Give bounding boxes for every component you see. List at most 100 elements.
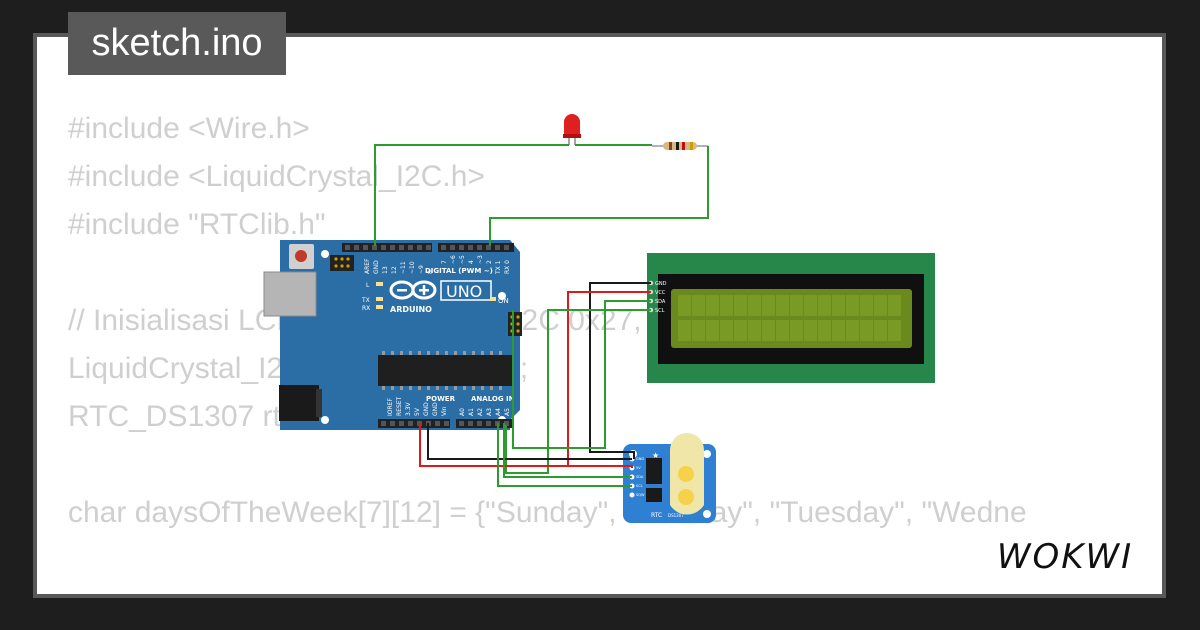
wire-rtc-gnd[interactable]	[427, 423, 632, 460]
svg-text:WOKWI: WOKWI	[997, 537, 1133, 577]
lcd-character-cells	[678, 295, 901, 341]
resistor-band	[690, 142, 693, 150]
wire-lcd-sda[interactable]	[512, 300, 651, 449]
svg-text:TX 1: TX 1	[495, 260, 502, 275]
svg-text:SQW: SQW	[636, 493, 645, 497]
svg-text:Vin: Vin	[441, 406, 448, 416]
svg-text:7: 7	[441, 260, 448, 264]
tx-label: TX	[361, 297, 370, 304]
svg-text:GND: GND	[423, 402, 430, 416]
svg-text:RESET: RESET	[396, 396, 403, 416]
rx-led	[376, 305, 383, 309]
resistor[interactable]	[652, 142, 708, 150]
svg-text:8: 8	[427, 270, 434, 274]
wire-resistor-to-pin13[interactable]	[489, 146, 709, 246]
digital-header-left[interactable]	[342, 243, 432, 252]
rtc-title: RTC	[651, 512, 662, 519]
code-line: int ledPin = 13; // Pin yang terhubung k…	[68, 585, 1027, 594]
svg-text:VCC: VCC	[655, 290, 666, 296]
mounting-hole	[498, 292, 506, 300]
svg-text:A3: A3	[486, 408, 493, 416]
digital-header-label: DIGITAL (PWM ~)	[425, 267, 493, 275]
rtc-pin-labels: GND 5V SDA SCL SQW	[636, 457, 645, 497]
wire-rtc-sda[interactable]	[503, 423, 632, 478]
svg-text:~5: ~5	[459, 255, 466, 264]
icsp-header	[330, 255, 354, 271]
svg-text:4: 4	[468, 260, 475, 264]
led-rim	[563, 134, 581, 138]
code-line: #include <Wire.h>	[68, 112, 310, 145]
svg-text:A2: A2	[477, 408, 484, 416]
on-label: ON	[498, 297, 509, 305]
wires	[374, 144, 709, 487]
svg-text:12: 12	[391, 266, 398, 274]
resistor-band	[669, 142, 672, 150]
simulation-canvas: #include <Wire.h> #include <LiquidCrysta…	[37, 37, 1162, 594]
led-body	[564, 114, 580, 134]
uno-label: UNO	[446, 282, 482, 301]
arduino-uno-board[interactable]: AREF GND 13 12 ~11 ~10 ~9 8 7 ~6 ~5 4 ~3…	[263, 240, 522, 430]
digital-header-right[interactable]	[438, 243, 514, 252]
mounting-hole	[321, 416, 329, 424]
atmega-chip	[378, 355, 512, 386]
svg-text:A0: A0	[459, 408, 466, 416]
svg-text:A4: A4	[495, 408, 502, 416]
svg-text:GND: GND	[373, 260, 380, 274]
resistor-band	[676, 142, 679, 150]
rtc-chip	[646, 458, 662, 484]
svg-text:GND: GND	[655, 281, 667, 287]
svg-text:3.3V: 3.3V	[405, 401, 412, 416]
resistor-band	[682, 142, 685, 150]
reset-button[interactable]	[295, 250, 307, 262]
power-led	[490, 297, 496, 301]
svg-text:A5: A5	[504, 408, 511, 416]
arduino-label: ARDUINO	[390, 305, 432, 314]
uno-label-box	[440, 280, 492, 301]
code-line: #include "RTClib.h"	[68, 208, 326, 241]
wire-rtc-5v[interactable]	[419, 423, 632, 467]
svg-text:5V: 5V	[414, 407, 421, 416]
svg-text:13: 13	[382, 266, 389, 274]
power-jack	[279, 385, 319, 421]
rtc-crystal	[646, 488, 662, 502]
analog-pin-labels: A0 A1 A2 A3 A4 A5	[459, 408, 511, 416]
svg-text:5V: 5V	[636, 466, 641, 470]
rtc-ds1307-module[interactable]: ★ RTC DS1307 GND 5V SDA SCL SQW	[623, 433, 716, 523]
power-header[interactable]	[378, 419, 450, 428]
svg-text:SCL: SCL	[655, 308, 665, 314]
svg-text:AREF: AREF	[364, 258, 371, 274]
analog-header[interactable]	[456, 419, 514, 428]
mounting-hole	[703, 450, 711, 458]
svg-text:RX 0: RX 0	[504, 260, 511, 274]
wire-rtc-scl[interactable]	[497, 423, 632, 487]
wire-gnd-to-led[interactable]	[374, 144, 569, 246]
wokwi-logo: WOKWI	[976, 530, 1154, 580]
svg-text:SCL: SCL	[636, 484, 643, 488]
svg-text:SDA: SDA	[655, 299, 666, 305]
wire-lcd-gnd[interactable]	[589, 282, 651, 459]
digital-pin-labels: AREF GND 13 12 ~11 ~10 ~9 8 7 ~6 ~5 4 ~3…	[364, 255, 511, 275]
l-label: L	[366, 282, 370, 289]
file-tab[interactable]: sketch.ino	[68, 12, 286, 75]
svg-text:GND: GND	[636, 457, 644, 461]
l-led	[376, 282, 383, 286]
wokwi-logo-icon: WOKWI	[997, 537, 1133, 577]
wire-lcd-vcc[interactable]	[567, 291, 651, 468]
lcd-display[interactable]: GND VCC SDA SCL	[647, 253, 935, 383]
svg-text:~3: ~3	[477, 255, 484, 264]
power-header-label: POWER	[426, 395, 456, 403]
mounting-hole	[321, 250, 329, 258]
arduino-logo-icon	[389, 280, 437, 300]
svg-text:~10: ~10	[409, 261, 416, 274]
battery-contact	[678, 466, 694, 482]
wire-lcd-scl[interactable]	[505, 309, 651, 474]
star-icon: ★	[652, 451, 659, 460]
rx-label: RX	[362, 305, 370, 312]
usb-port	[263, 271, 317, 317]
red-led[interactable]	[563, 114, 581, 145]
svg-text:IOREF: IOREF	[387, 398, 394, 416]
rtc-chip-label: DS1307	[668, 513, 684, 518]
code-line: #include <LiquidCrystal_I2C.h>	[68, 160, 485, 193]
svg-text:2: 2	[486, 260, 493, 264]
